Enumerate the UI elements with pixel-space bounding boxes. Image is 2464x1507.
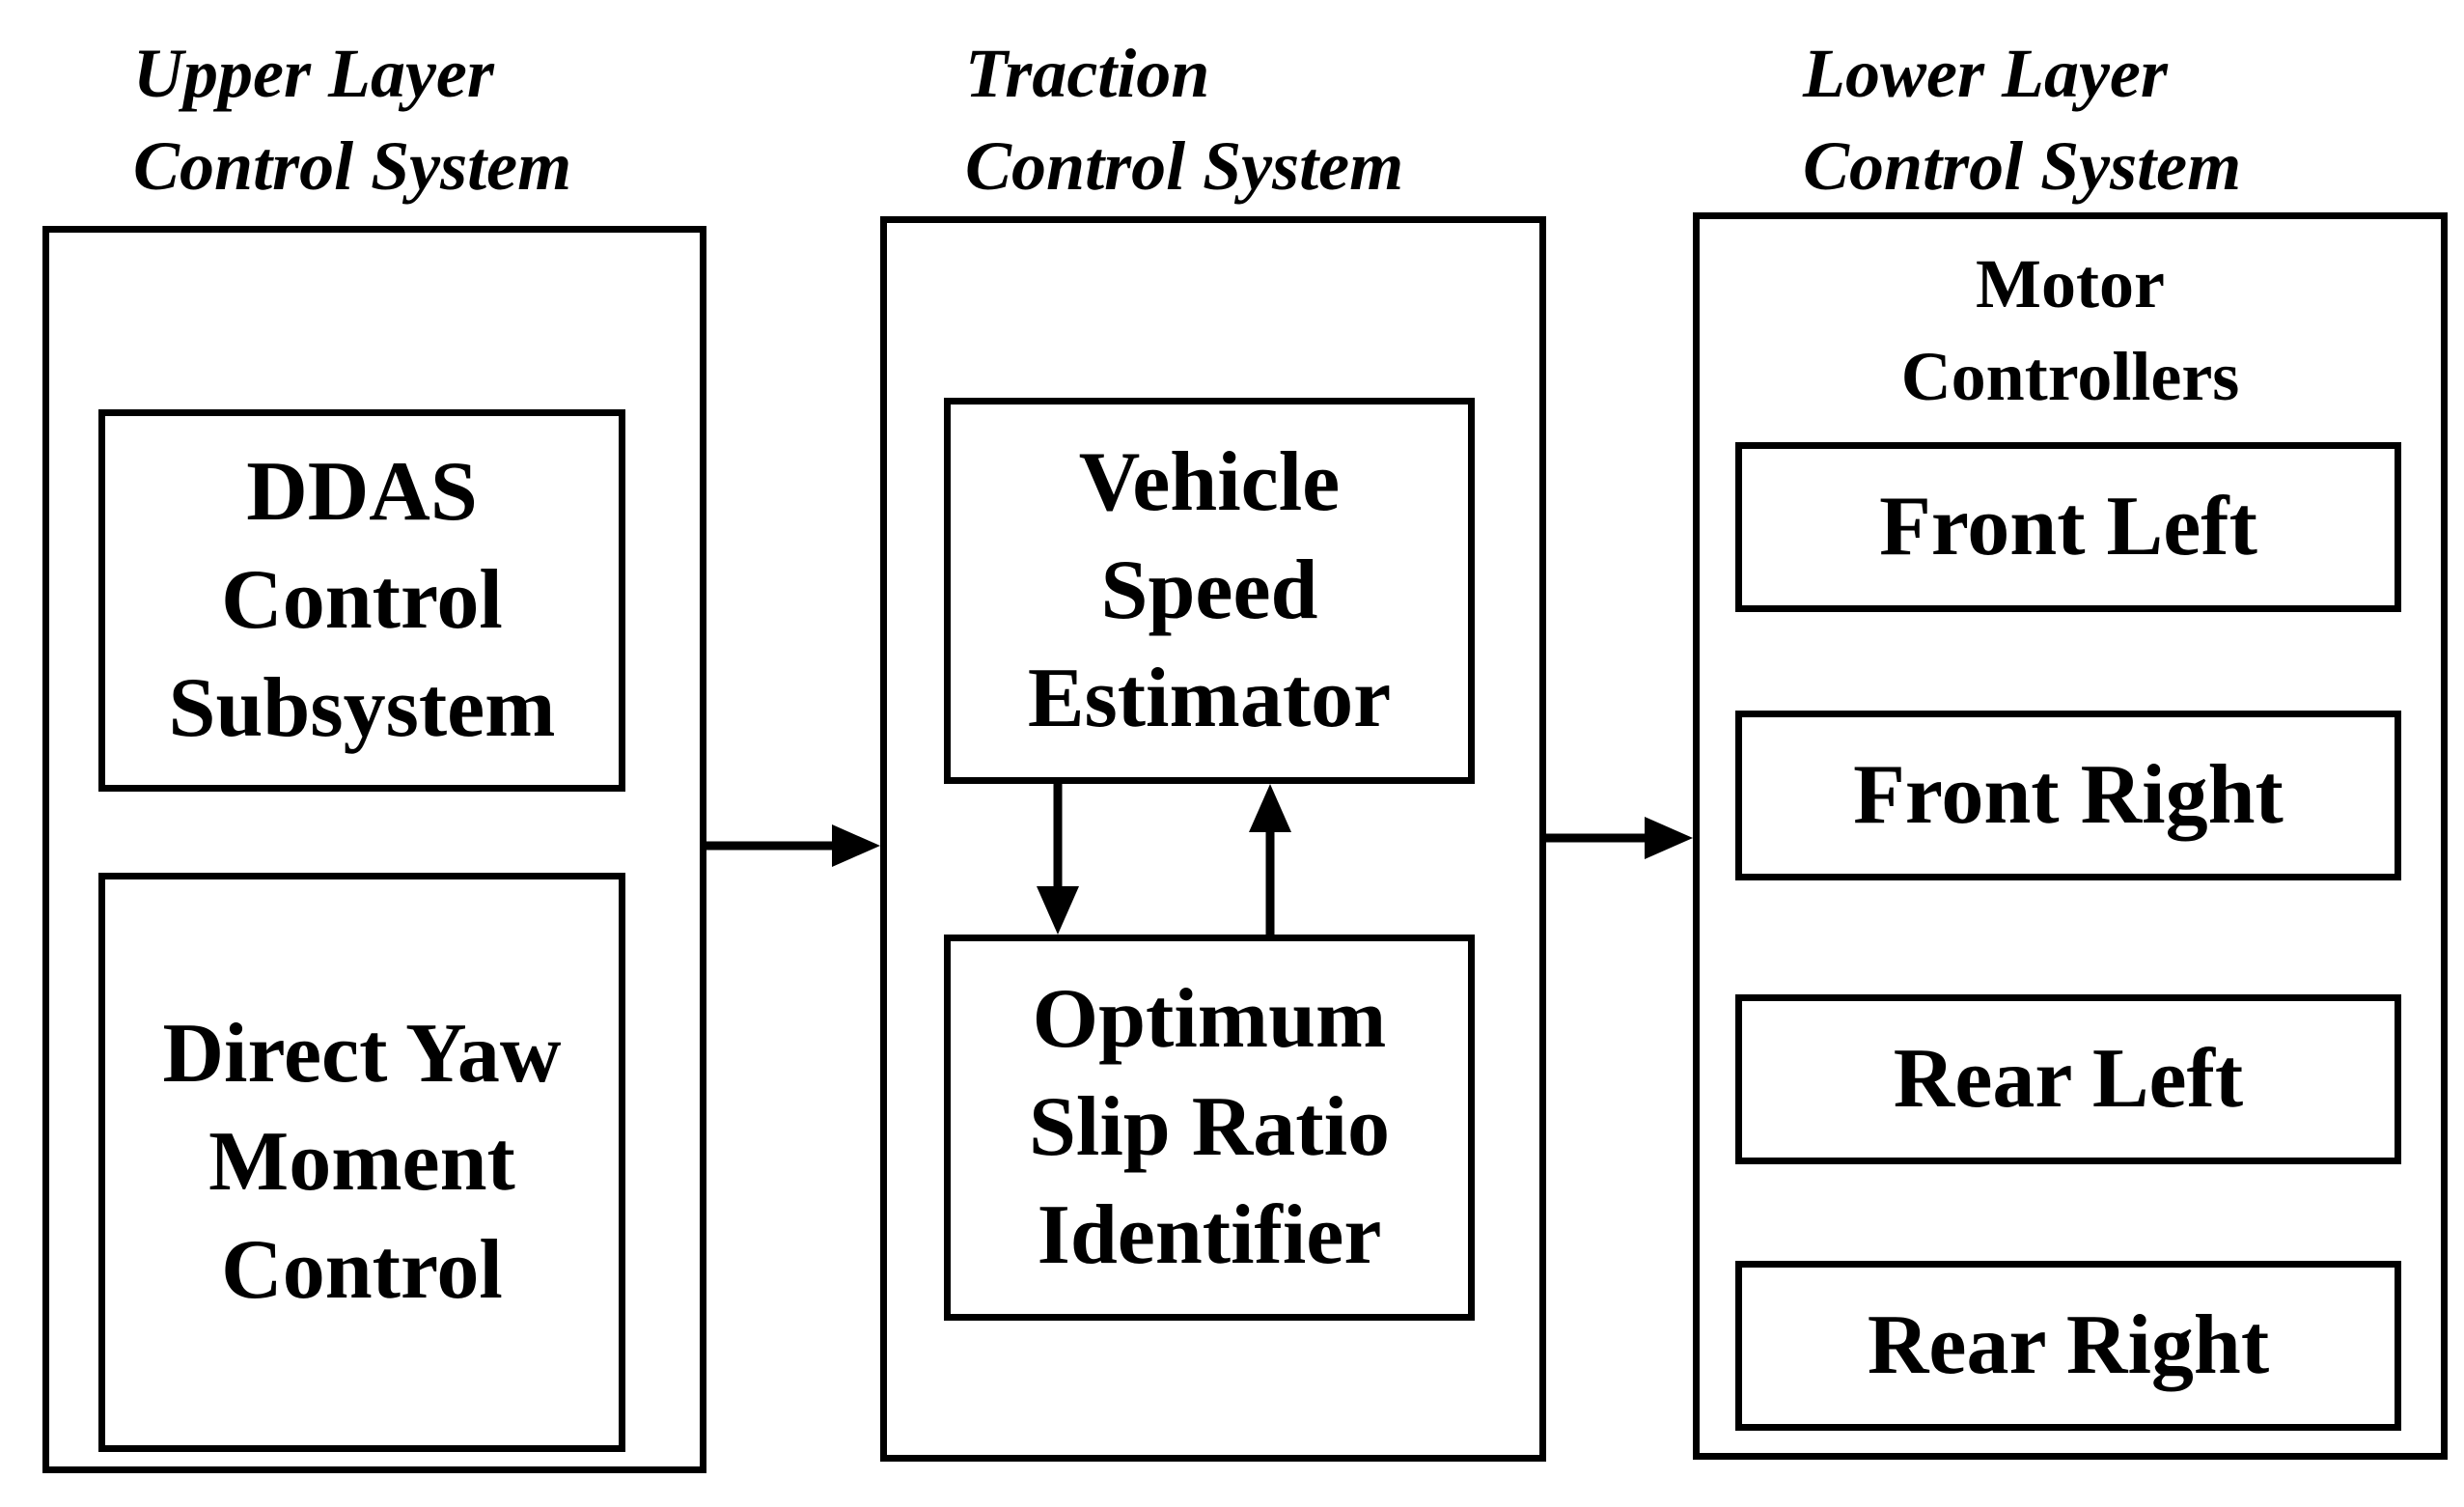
traction-header: Traction Control System — [965, 27, 1403, 212]
lower-layer-header-line2: Control System — [1803, 127, 2242, 205]
osri-line2: Slip Ratio — [1028, 1080, 1391, 1174]
lower-layer-header-line1: Lower Layer — [1803, 35, 2168, 112]
front-right-box: Front Right — [1735, 711, 2401, 880]
upper-layer-header: Upper Layer Control System — [133, 27, 571, 212]
front-left-label: Front Left — [1879, 480, 2257, 573]
rear-right-label: Rear Right — [1867, 1298, 2270, 1392]
rear-left-label: Rear Left — [1893, 1032, 2244, 1126]
ddas-control-subsystem-box: DDAS Control Subsystem — [98, 409, 625, 792]
upper-layer-header-line1: Upper Layer — [133, 35, 494, 112]
vse-line1: Vehicle — [1078, 435, 1341, 529]
front-left-box: Front Left — [1735, 442, 2401, 612]
osri-line1: Optimum — [1032, 972, 1387, 1066]
lower-layer-header: Lower Layer Control System — [1803, 27, 2241, 212]
direct-yaw-moment-control-box: Direct Yaw Moment Control — [98, 873, 625, 1452]
osri-line3: Identifier — [1037, 1188, 1382, 1282]
front-right-label: Front Right — [1853, 748, 2284, 842]
ddas-line3: Subsystem — [168, 661, 556, 755]
ddas-line2: Control — [221, 553, 503, 647]
motor-controllers-line2: Controllers — [1900, 338, 2240, 415]
upper-to-traction-arrow — [706, 824, 880, 867]
dyc-line2: Moment — [208, 1115, 515, 1209]
vse-line2: Speed — [1100, 544, 1318, 637]
motor-controllers-title: Motor Controllers — [1693, 237, 2448, 423]
traction-header-line1: Traction — [965, 35, 1210, 112]
traction-header-line2: Control System — [965, 127, 1404, 205]
ddas-line1: DDAS — [246, 445, 478, 539]
optimum-slip-ratio-identifier-box: Optimum Slip Ratio Identifier — [944, 935, 1475, 1321]
upper-layer-header-line2: Control System — [133, 127, 572, 205]
motor-controllers-line1: Motor — [1976, 245, 2165, 322]
vse-line3: Estimator — [1027, 652, 1392, 745]
dyc-line3: Control — [221, 1223, 503, 1317]
rear-left-box: Rear Left — [1735, 994, 2401, 1164]
rear-right-box: Rear Right — [1735, 1261, 2401, 1431]
vehicle-speed-estimator-box: Vehicle Speed Estimator — [944, 398, 1475, 784]
traction-to-lower-arrow — [1546, 817, 1693, 859]
dyc-line1: Direct Yaw — [162, 1007, 562, 1101]
